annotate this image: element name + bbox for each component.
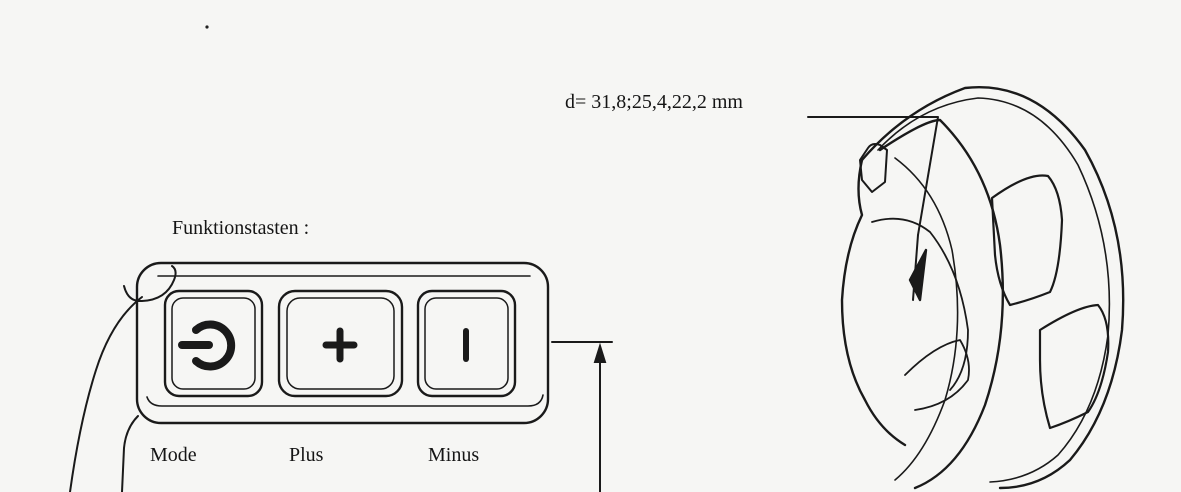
clamp-rim-inner — [877, 97, 1111, 483]
clamp-ring-drawing — [807, 86, 1125, 490]
plus-label: Plus — [289, 444, 324, 466]
clamp-bore-edge — [871, 217, 969, 391]
clamp-bore-lip — [904, 339, 970, 411]
stray-dot — [205, 25, 209, 29]
clamp-bore-left — [840, 158, 907, 447]
clamp-face-inner — [894, 157, 959, 481]
function-keys-title: Funktionstasten : — [172, 217, 310, 239]
plus-button[interactable] — [277, 289, 404, 398]
mode-label: Mode — [150, 444, 197, 466]
power-icon — [178, 320, 236, 371]
mode-button[interactable] — [163, 289, 264, 398]
panel-lower-edge — [146, 394, 544, 407]
clamp-face-band — [878, 118, 1005, 490]
cable-loop — [123, 265, 177, 303]
mode-leader — [121, 415, 139, 492]
clamp-pad-lower — [1038, 303, 1110, 430]
remote-button-panel — [123, 261, 550, 425]
diameter-label: d= 31,8;25,4,22,2 mm — [565, 91, 743, 113]
clamp-pad-upper — [990, 174, 1064, 307]
minus-button[interactable] — [416, 289, 517, 398]
panel-housing — [135, 261, 550, 425]
clamp-outer-rim — [860, 86, 1125, 490]
height-dimension-arrow — [593, 342, 607, 363]
minus-label: Minus — [428, 444, 480, 466]
clamp-slot — [859, 143, 888, 193]
diameter-arrow-head — [908, 248, 928, 302]
panel-leader-lines — [69, 296, 613, 492]
plus-icon — [322, 327, 358, 363]
diameter-leader — [807, 116, 939, 236]
cable-line — [69, 296, 143, 492]
